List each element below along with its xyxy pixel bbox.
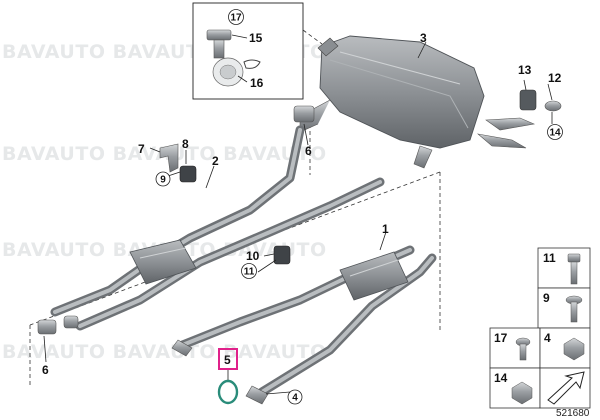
rubber-mount-6-upper: [293, 105, 315, 123]
circle-part-17: [228, 9, 244, 25]
arrow-icon: [547, 371, 585, 405]
sensor-sleeve-part: [206, 29, 261, 87]
label-part-8: 8: [182, 137, 189, 151]
label-part-4: 4: [292, 393, 298, 404]
legend-label-14: 14: [494, 371, 508, 385]
legend-label-11: 11: [543, 251, 556, 265]
label-part-6-lower: 6: [42, 363, 49, 377]
inset-frame: [192, 2, 304, 100]
nut-14-icon: [511, 381, 533, 405]
circle-part-4: [287, 389, 303, 405]
diagram-reference-number: 521680: [556, 408, 590, 419]
label-part-1: 1: [382, 222, 389, 236]
gasket-ring-5: [217, 379, 239, 405]
label-part-17: 17: [230, 13, 242, 24]
label-part-15: 15: [249, 31, 263, 45]
leader-lines: [43, 41, 553, 395]
rubber-mount-10: [273, 245, 291, 265]
rear-pipe-section-2: [50, 125, 385, 331]
bolt-9-icon: [565, 295, 583, 323]
label-part-13: 13: [518, 63, 532, 77]
part-labels: 1 2 3 4 5 6 6 7 8 9 10 11 12 13 14 15 16…: [42, 9, 563, 405]
label-part-5: 5: [224, 353, 231, 367]
label-part-7: 7: [138, 142, 145, 156]
label-part-14: 14: [549, 128, 561, 139]
label-part-16: 16: [250, 76, 264, 90]
legend-label-4: 4: [544, 331, 551, 345]
label-part-10: 10: [246, 249, 260, 263]
highlight-box-5: [218, 348, 238, 370]
fastener-legend: 11 9 17 4 14: [489, 247, 591, 409]
label-part-12: 12: [548, 71, 562, 85]
label-part-9: 9: [160, 175, 166, 186]
circle-part-9: [155, 171, 171, 187]
rear-silencer: [299, 35, 536, 169]
front-pipe-section-1: [171, 245, 437, 405]
label-part-3: 3: [420, 31, 427, 45]
label-part-11: 11: [244, 267, 255, 278]
watermark-row-4: BAVAUTO BAVAUTO BAVAUTO: [2, 341, 327, 363]
pipe-clamp-6-lower: [37, 315, 79, 335]
bolt-11-icon: [567, 253, 581, 285]
label-part-2: 2: [212, 154, 219, 168]
label-part-6-upper: 6: [305, 144, 312, 158]
circle-part-14: [547, 124, 563, 140]
circle-part-11: [241, 263, 257, 279]
bolt-17-icon: [515, 337, 531, 361]
nut-4-icon: [563, 337, 585, 361]
rubber-mount-13: [519, 89, 537, 111]
legend-label-9: 9: [543, 291, 550, 305]
nut-12: [544, 100, 562, 112]
legend-label-17: 17: [494, 331, 508, 345]
bracket-7: [159, 143, 179, 173]
rubber-mount-8: [179, 165, 197, 183]
